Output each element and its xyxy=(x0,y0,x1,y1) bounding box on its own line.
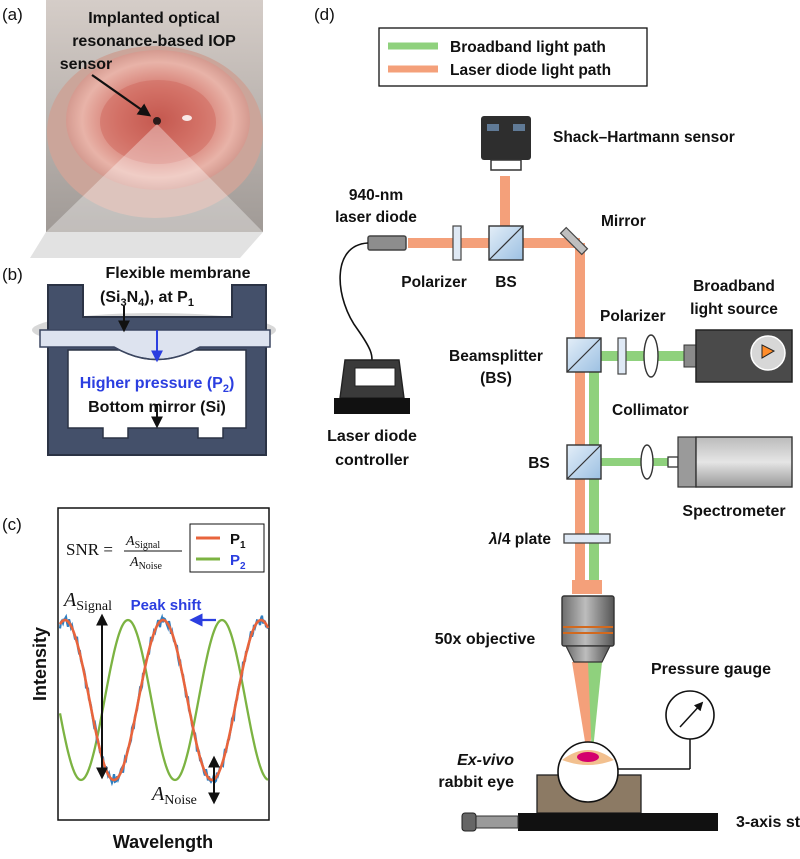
spectrometer-fiber-port xyxy=(667,456,679,468)
laser-diode xyxy=(367,235,407,251)
mirror-label: Mirror xyxy=(601,213,646,230)
sensor-cavity xyxy=(67,349,247,439)
legend-broadband-label: Broadband light path xyxy=(450,39,606,56)
controller-label-line1: Laser diode xyxy=(327,428,417,445)
stage-label: 3-axis stage xyxy=(736,814,800,831)
sensor-arrow xyxy=(91,74,152,117)
collimator-label: Collimator xyxy=(612,402,689,419)
polarizer-1-label: Polarizer xyxy=(401,274,466,291)
shack-label: Shack–Hartmann sensor xyxy=(553,129,735,146)
stage-knob xyxy=(461,812,477,832)
x-axis-label: Wavelength xyxy=(113,832,213,852)
a-noise-label: ANoise xyxy=(150,783,197,808)
controller-label-line2: controller xyxy=(335,452,409,469)
laser-label-line2: laser diode xyxy=(335,209,417,226)
snr-label: SNR = xyxy=(66,540,113,559)
shack-window-right xyxy=(513,124,525,131)
eye-label-line2: rabbit eye xyxy=(438,774,514,791)
stage-plate xyxy=(518,813,718,831)
sensor-label-line2: resonance-based IOP xyxy=(72,33,236,50)
sensor-label-line3: sensor xyxy=(60,56,112,73)
sensor-label-line1: Implanted optical xyxy=(88,10,220,27)
beamsplitter-1 xyxy=(488,225,524,261)
gauge-label: Pressure gauge xyxy=(651,661,771,678)
polarizer-2-label: Polarizer xyxy=(600,308,665,325)
broadband-label-line1: Broadband xyxy=(693,278,775,295)
focused-broadband-beam xyxy=(588,662,602,760)
snr-denominator: ANoise xyxy=(129,555,162,572)
implanted-sensor-dot xyxy=(153,117,161,125)
snr-numerator: ASignal xyxy=(125,534,160,551)
beamsplitter-2 xyxy=(566,337,602,373)
laser-controller-base xyxy=(334,398,410,414)
eye-label-line1: Ex-vivo xyxy=(457,752,514,769)
peak-shift-label: Peak shift xyxy=(131,597,202,614)
quarter-wave-label: λ/4 plate xyxy=(488,531,551,548)
polarizer-1 xyxy=(452,225,462,261)
shack-hartmann-sensor xyxy=(481,116,531,160)
beamsplitter-label-line1: Beamsplitter xyxy=(449,348,543,365)
zoom-cone xyxy=(46,124,263,232)
a-signal-label: ASignal xyxy=(62,589,112,614)
light-source-indicator-icon xyxy=(761,344,776,359)
legend-label-p1: P1 xyxy=(230,531,246,551)
series-p2 xyxy=(58,618,269,782)
spectrometer-label: Spectrometer xyxy=(682,503,785,520)
quarter-wave-plate xyxy=(563,533,611,544)
panel-c: (c) SNR = ASignal ANoise P1 P2 ASignal A… xyxy=(2,507,270,852)
panel-b: (b) Flexible membrane (Si3N4), at P1 Hig… xyxy=(2,265,276,456)
panel-a: Implanted optical resonance-based IOP se… xyxy=(30,0,263,258)
objective-tip xyxy=(565,645,611,663)
combined-beam-stub xyxy=(572,580,602,594)
shack-lens-mount xyxy=(490,159,522,171)
legend-laser-label: Laser diode light path xyxy=(450,62,611,79)
objective-label: 50x objective xyxy=(435,631,536,648)
series-p1 xyxy=(58,618,270,782)
panel-label-a: (a) xyxy=(2,5,23,24)
membrane-label-line1: Flexible membrane xyxy=(106,265,251,282)
objective-lens xyxy=(561,595,615,647)
panel-d: (d) Broadband light path Laser diode lig… xyxy=(314,5,800,832)
legend-label-p2: P2 xyxy=(230,552,246,572)
membrane-label-line2: (Si3N4), at P1 xyxy=(100,289,194,309)
mirror-label: Bottom mirror (Si) xyxy=(88,399,226,416)
spectrometer-lens xyxy=(640,444,654,480)
plot-legend xyxy=(189,523,265,573)
light-source-port xyxy=(683,344,697,368)
bs-1-label: BS xyxy=(495,274,517,291)
collimator-lens xyxy=(643,334,659,378)
stage-micrometer xyxy=(475,815,519,829)
bs-3-label: BS xyxy=(528,455,550,472)
broadband-label-line2: light source xyxy=(690,301,778,318)
mirror xyxy=(559,226,589,256)
path-legend xyxy=(378,27,648,87)
polarizer-2 xyxy=(617,337,627,375)
laser-cable xyxy=(339,242,373,361)
pressure-label: Higher pressure (P2) xyxy=(80,375,235,395)
panel-label-c: (c) xyxy=(2,515,22,534)
beamsplitter-label-line2: (BS) xyxy=(480,370,512,387)
zoom-cone-lower xyxy=(30,232,263,258)
panel-label-d: (d) xyxy=(314,5,335,24)
y-axis-label: Intensity xyxy=(30,627,50,701)
laser-controller-display xyxy=(354,367,396,387)
spectrometer xyxy=(695,436,793,488)
panel-label-b: (b) xyxy=(2,265,23,284)
gauge-needle-icon xyxy=(679,701,704,728)
beamsplitter-3 xyxy=(566,444,602,480)
laser-label-line1: 940-nm xyxy=(349,187,403,204)
shack-window-left xyxy=(487,124,499,131)
eye-pupil-d xyxy=(577,752,599,762)
reflection-highlight xyxy=(182,115,192,121)
spectrometer-front xyxy=(677,436,697,488)
